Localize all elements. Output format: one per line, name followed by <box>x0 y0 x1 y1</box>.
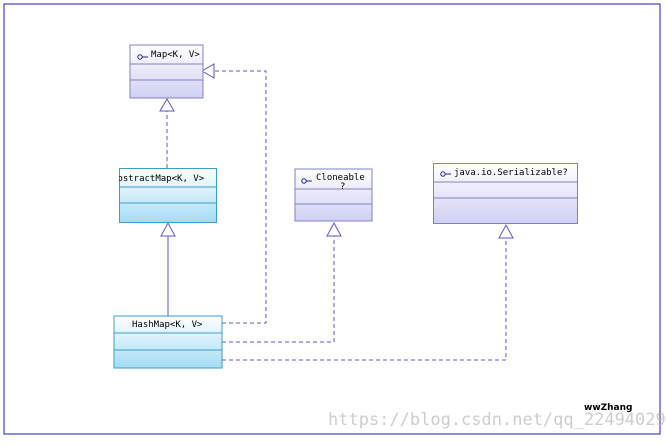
class-name-cloneable: Cloneable <box>316 173 365 183</box>
class-box-serializable[interactable]: java.io.Serializable? <box>433 163 578 224</box>
class-box-map[interactable]: Map<K, V> <box>129 44 204 99</box>
realization-arrowhead <box>498 223 514 239</box>
class-name-cloneable-suffix: ? <box>340 182 345 192</box>
hashmap-implements-map-line <box>214 70 267 324</box>
class-name-abstract-map: AbstractMap<K, V> <box>112 174 205 184</box>
diagram-frame <box>3 3 661 435</box>
class-box-serializable-body <box>433 163 578 224</box>
class-box-serializable-clip: java.io.Serializable? <box>433 163 578 224</box>
interface-icon <box>301 178 312 184</box>
class-box-abstract-map[interactable]: AbstractMap<K, V> <box>112 168 217 223</box>
realization-arrowhead <box>326 221 342 237</box>
interface-icon <box>440 171 451 177</box>
hashmap-implements-cloneable-line <box>222 236 335 343</box>
class-name-hash-map: HashMap<K, V> <box>132 320 203 330</box>
generalization-arrowhead <box>160 221 176 237</box>
class-box-hash-map[interactable]: HashMap<K, V> <box>113 315 223 369</box>
class-box-cloneable-body <box>294 168 373 222</box>
realization-arrowhead <box>201 63 215 79</box>
realization-arrowhead <box>159 98 175 112</box>
class-box-abstract-map-body <box>119 168 217 223</box>
class-box-cloneable[interactable]: Cloneable ? <box>294 168 373 222</box>
class-name-map: Map<K, V> <box>151 50 200 60</box>
hashmap-implements-serializable-line <box>222 238 507 361</box>
class-box-abstract-map-clip: AbstractMap<K, V> <box>112 168 217 223</box>
interface-icon <box>137 54 148 60</box>
class-box-map-body <box>129 44 204 99</box>
class-name-serializable: java.io.Serializable? <box>454 168 568 178</box>
watermark-text: https://blog.csdn.net/qq_22494029 <box>328 410 666 430</box>
author-label: wwZhang <box>584 403 633 413</box>
class-box-hash-map-body <box>113 315 223 369</box>
